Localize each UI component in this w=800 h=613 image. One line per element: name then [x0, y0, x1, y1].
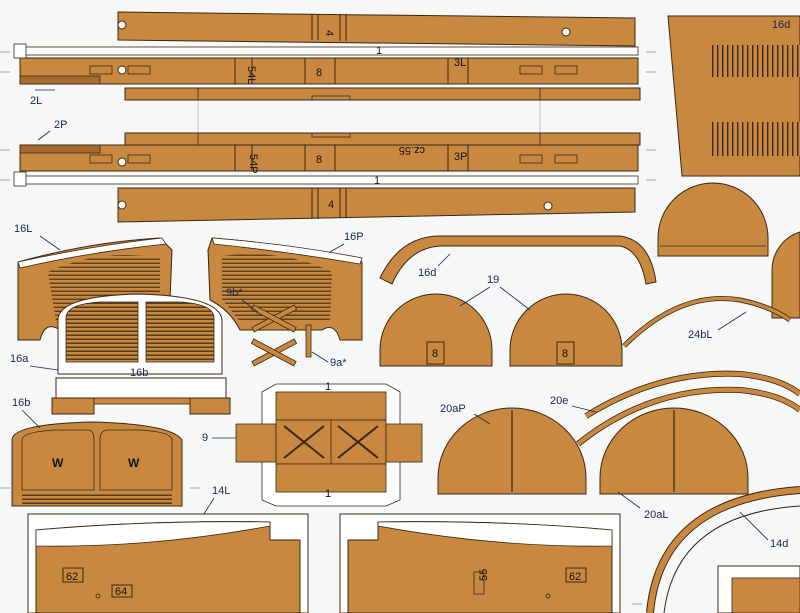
mark-54L: 54L	[245, 66, 257, 84]
label-16a: 16a	[10, 353, 29, 365]
mark-4-bottom: 4	[328, 199, 334, 211]
frame-rail-4-bottom	[117, 187, 636, 223]
label-16d: 16d	[418, 267, 436, 279]
leader-16b	[21, 409, 41, 429]
leader-14L	[203, 497, 215, 515]
grille-panel-16b-bottom	[11, 421, 183, 507]
label-16b-mid: 16b	[130, 367, 148, 379]
leader-16d	[437, 253, 451, 267]
label-14L: 14L	[212, 485, 230, 497]
mark-1-bottom: 1	[374, 175, 380, 187]
label-16L: 16L	[14, 223, 32, 235]
dome-part-19-left	[379, 293, 493, 367]
mark-62-right: 62	[569, 571, 581, 583]
leader-20e	[571, 405, 597, 413]
mark-3P: 3P	[454, 151, 467, 163]
label-9b: 9b*	[226, 287, 243, 299]
arc-strip-20e	[576, 370, 800, 447]
label-20aL: 20aL	[644, 509, 668, 521]
side-panel-14L-left	[27, 513, 309, 613]
dome-part-20aL	[599, 407, 749, 495]
mark-8-a: 8	[316, 67, 322, 79]
dome-part-20aP	[437, 407, 587, 495]
white-strip-bottom	[13, 171, 639, 187]
label-20e: 20e	[550, 395, 568, 407]
mark-64: 64	[115, 586, 127, 598]
dome-part-right-a	[657, 182, 769, 257]
frame-rail-2P	[19, 144, 639, 172]
mark-8-dome-left: 8	[432, 348, 438, 360]
label-2P: 2P	[54, 119, 67, 131]
cross-strips-9b	[250, 304, 298, 367]
label-16d-top: 16d	[772, 19, 790, 31]
label-19: 19	[487, 274, 499, 286]
white-strip-top	[19, 46, 639, 56]
frame-crossbar-top	[124, 87, 641, 101]
strip-9a	[305, 324, 312, 358]
mark-1-box-bottom: 1	[325, 488, 331, 500]
frame-rail-2L	[13, 43, 639, 85]
grille-panel-16b-top	[51, 293, 231, 415]
mark-cz55: cz.55	[399, 144, 425, 156]
arc-strip-24bL	[622, 296, 792, 348]
leader-2P	[37, 130, 51, 141]
label-24bL: 24bL	[688, 329, 712, 341]
leader-9b	[241, 299, 259, 313]
leader-20aL	[617, 491, 641, 509]
mark-1-box-top: 1	[325, 381, 331, 393]
side-panel-14L-right	[339, 513, 621, 613]
mark-3L: 3L	[454, 57, 466, 69]
frame-crossbar-bottom	[124, 132, 641, 146]
mark-W-right: W	[128, 456, 140, 470]
mark-W-left: W	[52, 456, 64, 470]
radiator-panel-16d	[667, 15, 800, 177]
arc-strip-14d	[646, 486, 800, 613]
fender-16P	[207, 237, 363, 341]
label-16b: 16b	[12, 397, 30, 409]
mark-8-dome-right: 8	[562, 348, 568, 360]
frame-rail-4-top	[117, 11, 636, 47]
mark-8-b: 8	[316, 154, 322, 166]
leader-24bL	[717, 311, 747, 331]
leader-16L	[39, 235, 61, 251]
leader-20aP	[473, 413, 491, 425]
leader-19-b	[499, 286, 531, 311]
leader-16a	[29, 365, 59, 371]
label-14d: 14d	[770, 538, 788, 550]
box-net-9	[235, 383, 423, 507]
leader-14d	[739, 511, 769, 541]
leader-19-a	[459, 286, 491, 307]
label-20aP: 20aP	[440, 403, 466, 415]
margin-fold-marks	[0, 51, 656, 605]
panel-bottom-right	[717, 565, 800, 613]
leader-16P	[329, 243, 345, 253]
mark-54P: 54P	[247, 154, 259, 174]
mark-1-top: 1	[376, 45, 382, 57]
label-9: 9	[202, 432, 208, 444]
dome-part-19-right	[509, 293, 623, 367]
leader-9a	[311, 351, 329, 363]
mark-55: 55	[478, 569, 490, 581]
mark-4-top: 4	[323, 30, 335, 36]
label-9a: 9a*	[330, 357, 347, 369]
label-2L: 2L	[30, 95, 42, 107]
mark-62-left: 62	[66, 571, 78, 583]
arch-strip-16d	[379, 235, 657, 285]
label-16P: 16P	[344, 231, 364, 243]
